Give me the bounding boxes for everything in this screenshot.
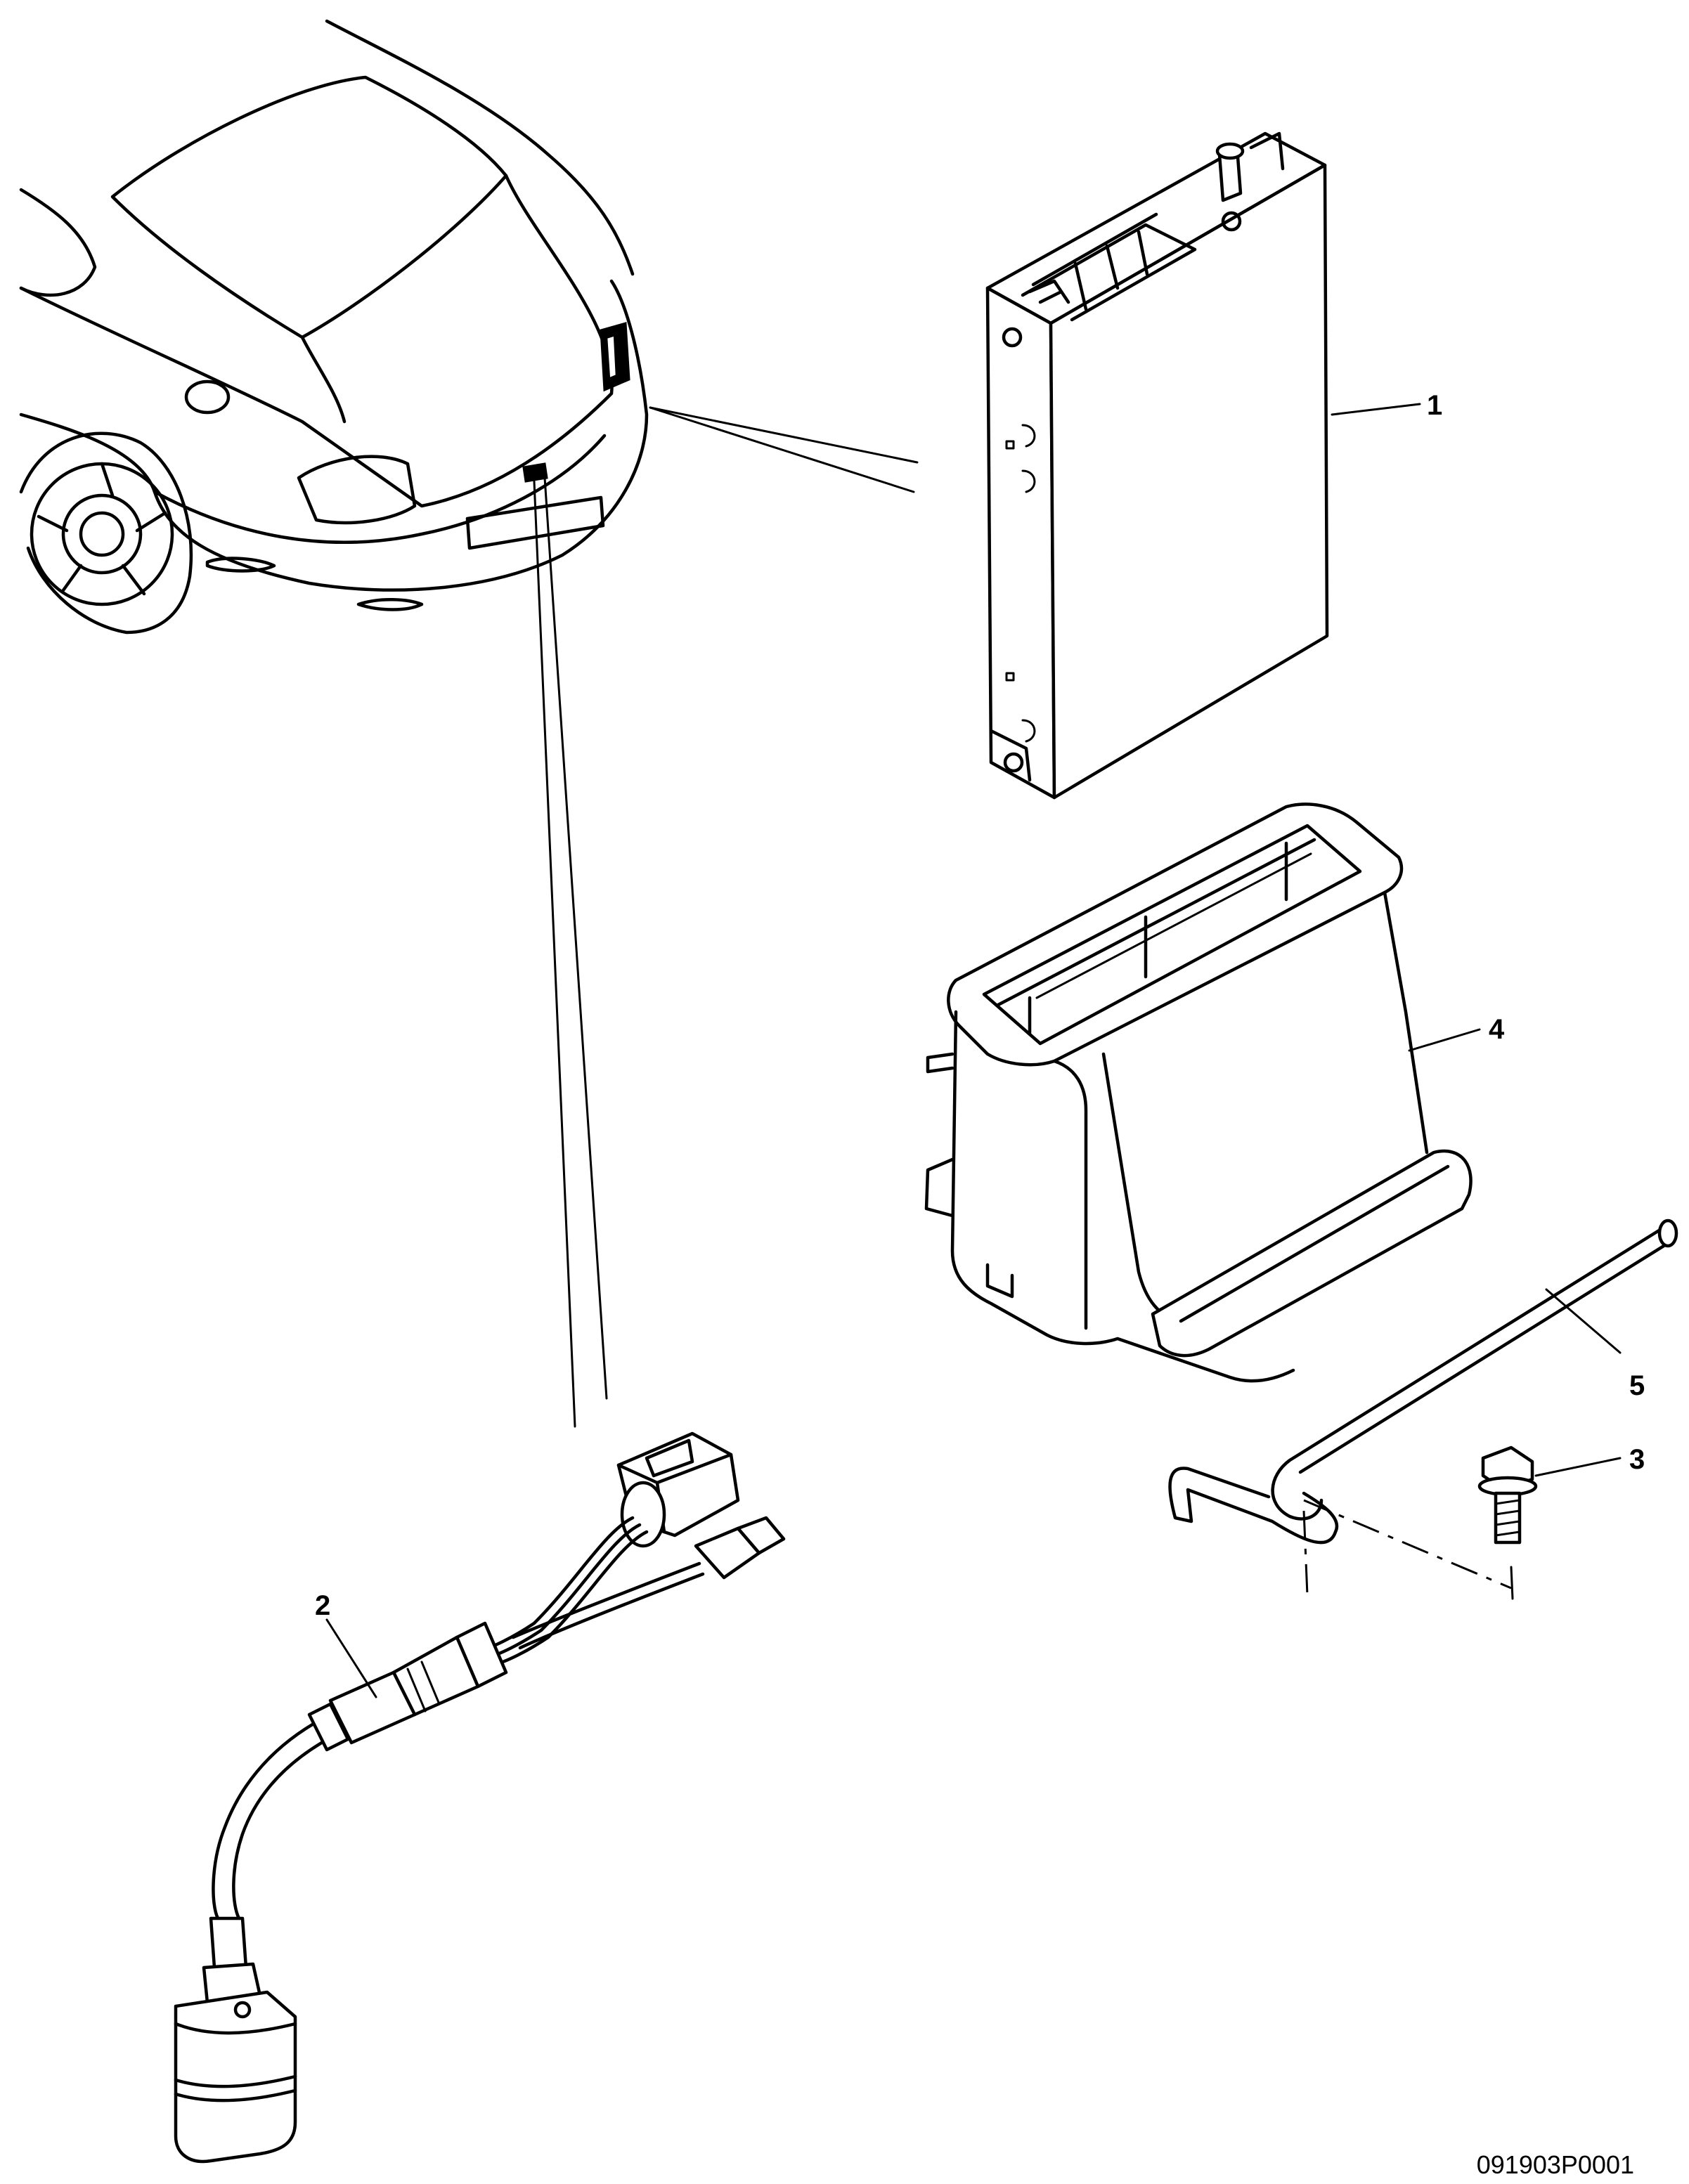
mounting-bracket-part (924, 802, 1481, 1383)
antenna-harness-part (174, 1431, 786, 2164)
bolt-part (1302, 1445, 1622, 1600)
vehicle-illustration (19, 19, 919, 1428)
retaining-rod-part (1168, 1218, 1678, 1545)
callout-1: 1 (1427, 390, 1442, 421)
callout-3: 3 (1629, 1444, 1645, 1475)
callout-2: 2 (315, 1590, 330, 1621)
reference-code: 091903P0001 (1477, 2150, 1634, 2179)
callout-4: 4 (1489, 1014, 1505, 1045)
control-unit-part (985, 131, 1421, 800)
callout-5: 5 (1629, 1370, 1645, 1401)
